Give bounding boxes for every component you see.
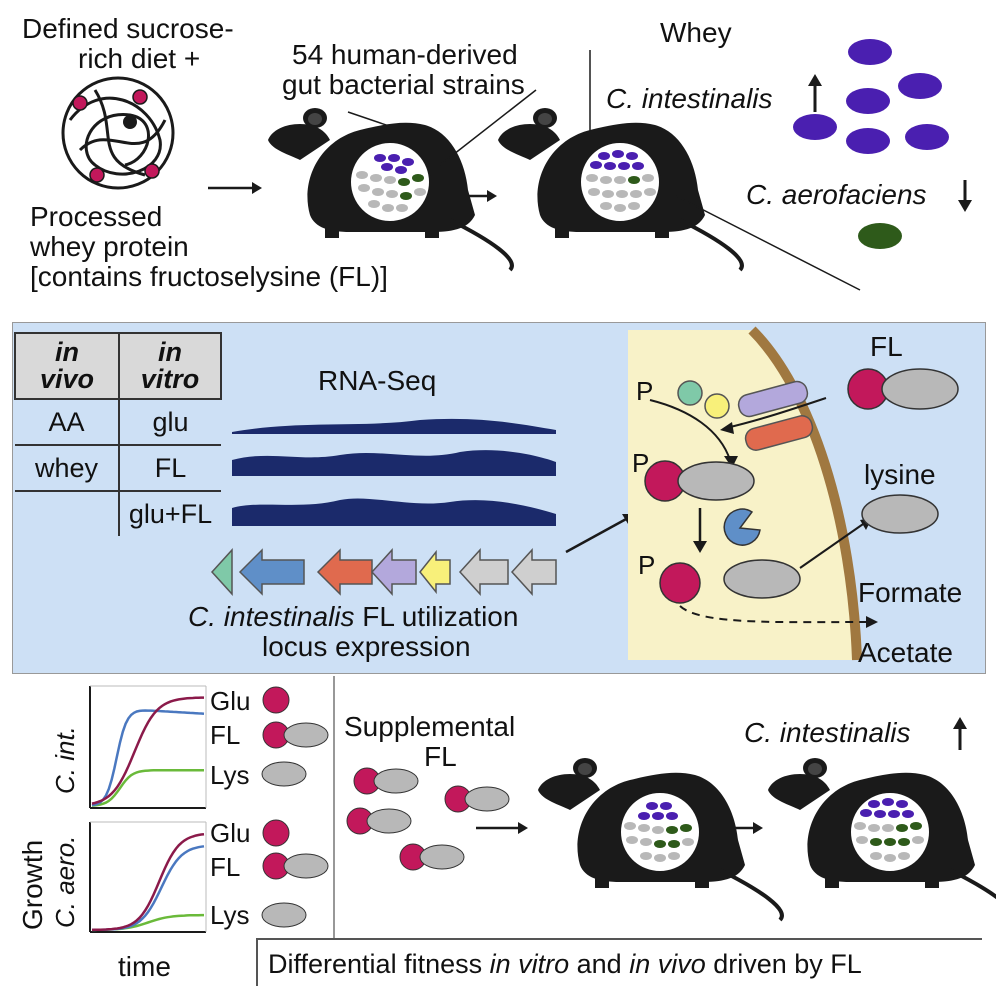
diet-label-line2: rich diet + — [78, 43, 201, 74]
supplemental-label-line1: Supplemental — [344, 711, 516, 742]
supplemental-fl-molecules — [346, 767, 510, 871]
legend-glu-top: Glu — [210, 686, 251, 716]
formate-label: Formate — [858, 577, 963, 608]
aerofaciens-label: C. aerofaciens — [746, 179, 927, 210]
phosphate-label-3: P — [638, 550, 656, 580]
mouse-1-icon — [266, 106, 514, 272]
rnaseq-label: RNA-Seq — [318, 365, 437, 396]
legend-glu-bottom: Glu — [210, 818, 251, 848]
supplemental-label-line2: FL — [424, 741, 457, 772]
fl-label: FL — [870, 331, 903, 362]
increase-arrow-icon — [808, 74, 822, 112]
table-cell: AA — [15, 399, 119, 446]
strains-label-line2: gut bacterial strains — [282, 69, 525, 100]
time-axis-label: time — [118, 951, 171, 982]
legend-fl-top: FL — [210, 720, 241, 750]
lysine-molecule-outside — [861, 494, 939, 534]
locus-label-line1: C. intestinalis FL utilization — [188, 601, 519, 632]
legend-lys-top: Lys — [210, 760, 250, 790]
whey-label-line2: whey protein — [30, 231, 189, 262]
table-cell: whey — [15, 445, 119, 492]
mouse-3-icon — [536, 756, 784, 922]
increase-arrow-bottom-icon — [953, 717, 967, 750]
strains-label-line1: 54 human-derived — [292, 39, 518, 70]
growth-axis-label: Growth — [17, 839, 48, 930]
table-cell: glu — [118, 399, 221, 446]
rnaseq-tracks — [232, 418, 556, 526]
phospho-fl-molecule — [644, 460, 755, 502]
lysine-label: lysine — [864, 459, 936, 490]
lysine-molecule-inside — [723, 559, 801, 599]
growth-plot-top — [89, 685, 207, 809]
enzyme-icon — [723, 508, 761, 546]
whey-title: Whey — [660, 17, 732, 48]
mouse-2-icon — [496, 106, 744, 272]
mouse-4-icon — [766, 756, 996, 922]
intestinalis-label-top: C. intestinalis — [606, 83, 773, 114]
diet-label-line1: Defined sucrose- — [22, 13, 234, 44]
intestinalis-label-bottom: C. intestinalis — [744, 717, 911, 748]
whey-label-line3: [contains fructoselysine (FL)] — [30, 261, 388, 292]
whey-bacteria-group — [793, 39, 949, 249]
summary-caption: Differential fitness in vitro and in viv… — [256, 938, 982, 986]
table-cell: FL — [118, 445, 221, 492]
gene-locus-arrows — [210, 548, 557, 596]
legend-fl-bottom: FL — [210, 852, 241, 882]
table-cell: glu+FL — [118, 491, 221, 536]
legend-molecules — [261, 686, 329, 928]
transporter-complex — [677, 380, 814, 451]
decrease-arrow-icon — [958, 180, 972, 212]
locus-label-line2: locus expression — [262, 631, 471, 662]
phospho-sugar-molecule — [659, 562, 701, 604]
phosphate-label-1: P — [636, 376, 654, 406]
c-aero-axis-label: C. aero. — [50, 835, 80, 929]
phosphate-label-2: P — [632, 448, 650, 478]
legend-lys-bottom: Lys — [210, 900, 250, 930]
whey-label-line1: Processed — [30, 201, 163, 232]
c-int-axis-label: C. int. — [50, 726, 80, 794]
table-cell — [15, 491, 119, 536]
growth-plot-bottom — [89, 821, 207, 933]
diet-ball-icon — [61, 76, 175, 190]
acetate-label: Acetate — [858, 637, 953, 668]
fl-molecule-outside — [847, 368, 959, 410]
